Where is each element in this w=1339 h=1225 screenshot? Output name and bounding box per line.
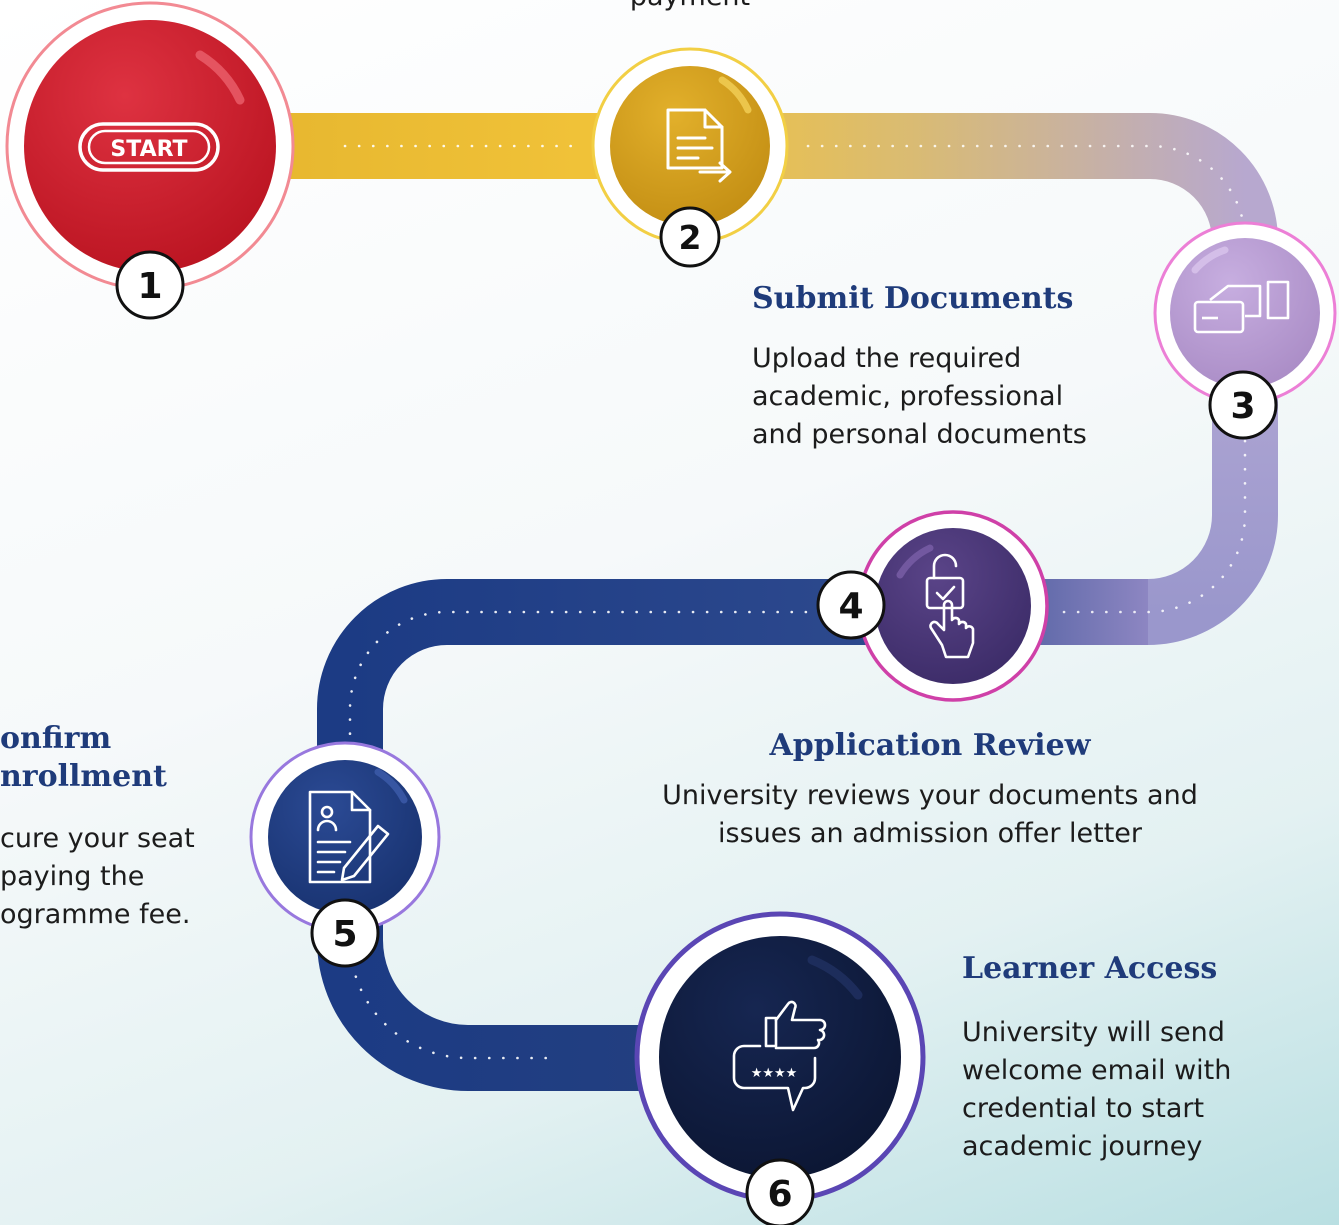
step-3-number: 3 [1230, 386, 1255, 427]
step-6-desc-line-4: academic journey [962, 1131, 1203, 1162]
step-3-title: Submit Documents [752, 281, 1074, 316]
step-5-desc-line-1: cure your seat [0, 823, 195, 854]
step-6-title: Learner Access [962, 951, 1218, 986]
step-3-desc-line-3: and personal documents [752, 419, 1087, 450]
step-1-number: 1 [137, 266, 162, 307]
step-4-desc-line-2: issues an admission offer letter [718, 818, 1142, 849]
step-3-desc-line-1: Upload the required [752, 343, 1022, 374]
step-3-text: Submit Documents Upload the required aca… [752, 280, 1142, 454]
step-2-caption-tail: payment [560, 0, 820, 16]
road-center-dots [343, 144, 1247, 1060]
step-5-title-line-1: onfirm [0, 721, 112, 756]
step-4-text: Application Review University reviews yo… [600, 727, 1260, 853]
step-5-number: 5 [332, 914, 357, 955]
step-5-title-line-2: nrollment [0, 759, 167, 794]
step-5-desc-line-2: paying the [0, 861, 145, 892]
start-badge-icon: START [78, 122, 220, 172]
step-2-number: 2 [679, 218, 702, 257]
step-3-node: 3 [1153, 221, 1337, 440]
step-6-number: 6 [767, 1174, 792, 1215]
step-6-desc-line-2: welcome email with [962, 1055, 1232, 1086]
signed-document-icon [308, 790, 390, 884]
step-4-number: 4 [838, 586, 863, 627]
unlock-touch-icon [925, 553, 975, 659]
step-3-desc-line-2: academic, professional [752, 381, 1064, 412]
step-4-node: 4 [816, 510, 1049, 702]
step-4-title: Application Review [769, 728, 1091, 763]
step-6-desc-line-3: credential to start [962, 1093, 1205, 1124]
card-payment-icon [1193, 280, 1290, 334]
step-5-desc-line-3: ogramme fee. [0, 899, 191, 930]
step-6-desc-line-1: University will send [962, 1017, 1225, 1048]
svg-text:★★★★: ★★★★ [751, 1066, 798, 1081]
step-6-text: Learner Access University will send welc… [962, 950, 1322, 1166]
step-4-desc-line-1: University reviews your documents and [662, 780, 1198, 811]
step-6-node: ★★★★ 6 [634, 911, 926, 1225]
step-2-node: 2 [591, 47, 789, 268]
start-badge-text: START [110, 137, 187, 162]
feedback-thumbs-up-icon: ★★★★ [732, 1000, 827, 1112]
step-5-text: onfirm nrollment cure your seat paying t… [0, 720, 240, 934]
step-1-node: START 1 [5, 1, 295, 320]
document-transfer-icon [666, 108, 732, 183]
step-5-node: 5 [249, 741, 441, 968]
